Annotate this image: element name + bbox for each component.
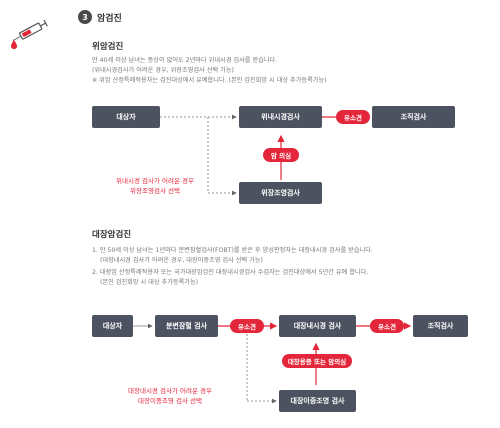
section-number: 3 — [78, 10, 92, 24]
colon-contrast-box: 대장이중조영 검사 — [279, 390, 356, 412]
colon-desc-3: 2. 대장암 산정특례적용자 또는 국가대장암검진 대장내시경검사 수검자는 검… — [92, 269, 369, 276]
stomach-contrast-box: 위장조영검사 — [239, 182, 322, 204]
stomach-desc-3: ※ 위암 산정특례적용자는 검진대상에서 유예합니다. (본인 검진희망 시 대… — [92, 77, 327, 84]
syringe-icon — [11, 19, 48, 49]
colon-endoscopy-box: 대장내시경 검사 — [279, 315, 356, 337]
stomach-note-line-1: 위내시경 검사가 어려운 경우 — [116, 177, 194, 185]
stomach-polyp-badge: 유소견 — [336, 110, 370, 124]
colon-biopsy-box: 조직검사 — [413, 315, 468, 337]
colon-title: 대장암검진 — [92, 230, 132, 240]
colon-note-line-1: 대장내시경 검사가 어려운 경우 — [128, 387, 212, 395]
stomach-desc-2: (위내시경검사가 어려운 경우, 위장조영검사 선택 가능) — [92, 67, 234, 74]
stomach-subject-box: 대상자 — [92, 106, 160, 128]
stomach-note: 위내시경 검사가 어려운 경우 위장조영검사 선택 — [100, 176, 210, 196]
colon-subject-box: 대상자 — [92, 315, 133, 337]
colon-note-line-2: 대장이중조영 검사 선택 — [138, 397, 202, 405]
colon-fobt-box: 분변잠혈 검사 — [155, 315, 218, 337]
stomach-biopsy-box: 조직검사 — [372, 106, 455, 128]
colon-polyp-badge-1: 유소견 — [230, 319, 264, 333]
colon-desc-2: (대장내시경 검사가 어려운 경우, 대장이중조영 검사 선택 가능) — [100, 257, 263, 264]
stomach-title: 위암검진 — [92, 42, 124, 52]
colon-polyp-badge-2: 유소견 — [370, 319, 404, 333]
section-title: 암검진 — [97, 13, 122, 24]
colon-suspect-badge: 대장용종 또는 암의심 — [282, 354, 352, 368]
stomach-desc-1: 만 40세 이상 남녀는 증상이 없어도 2년마다 위내시경 검사를 받습니다. — [92, 57, 278, 64]
colon-desc-1: 1. 만 50세 이상 남녀는 1년마다 분변잠혈검사(FOBT)를 받은 후 … — [92, 247, 373, 254]
colon-desc-4: (본인 검진희망 시 대상 추가등록가능) — [100, 279, 199, 286]
stomach-suspect-badge: 암 의심 — [263, 148, 299, 162]
colon-note: 대장내시경 검사가 어려운 경우 대장이중조영 검사 선택 — [110, 386, 230, 406]
stomach-note-line-2: 위장조영검사 선택 — [130, 187, 180, 195]
section-header: 3 암검진 — [78, 10, 122, 24]
stomach-endoscopy-box: 위내시경검사 — [239, 106, 322, 128]
